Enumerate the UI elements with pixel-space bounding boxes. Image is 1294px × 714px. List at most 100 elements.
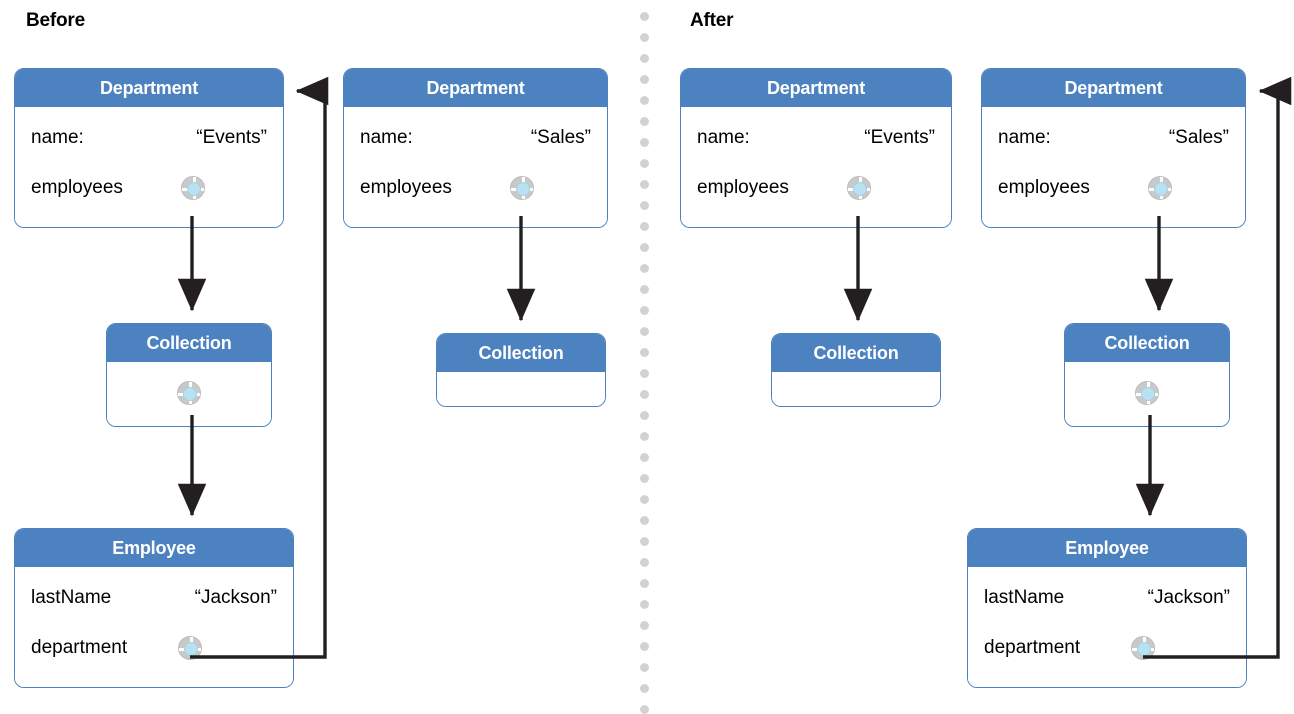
divider-dot xyxy=(640,138,649,147)
after-department-sales-title: Department xyxy=(982,69,1245,107)
row-value: “Jackson” xyxy=(1147,587,1230,608)
divider-dot xyxy=(640,348,649,357)
before-collection-events-title: Collection xyxy=(107,324,271,362)
divider-dot xyxy=(640,327,649,336)
row-value: “Events” xyxy=(864,127,935,148)
divider-dot xyxy=(640,12,649,21)
before-department-events-row-employees: employees xyxy=(15,173,283,203)
before-collection-sales-body xyxy=(437,372,605,406)
divider-dot xyxy=(640,600,649,609)
before-employee-row-lastname: lastName “Jackson” xyxy=(15,583,293,613)
before-department-events-title: Department xyxy=(15,69,283,107)
socket-icon[interactable] xyxy=(178,636,202,660)
after-collection-events-title: Collection xyxy=(772,334,940,372)
before-employee-body: lastName “Jackson” department xyxy=(15,567,293,687)
after-department-events-row-employees: employees xyxy=(681,173,951,203)
socket-icon[interactable] xyxy=(177,381,201,405)
divider-dot xyxy=(640,642,649,651)
divider-dot xyxy=(640,75,649,84)
before-department-sales-body: name: “Sales” employees xyxy=(344,107,607,227)
row-key: employees xyxy=(31,177,123,198)
before-department-sales-row-employees: employees xyxy=(344,173,607,203)
divider-dot xyxy=(640,201,649,210)
divider-dot xyxy=(640,684,649,693)
divider-dot xyxy=(640,159,649,168)
divider-dot xyxy=(640,432,649,441)
socket-icon[interactable] xyxy=(1131,636,1155,660)
socket-icon[interactable] xyxy=(1135,381,1159,405)
divider-dot xyxy=(640,117,649,126)
before-employee-box[interactable]: Employee lastName “Jackson” department xyxy=(14,528,294,688)
after-employee-title: Employee xyxy=(968,529,1246,567)
before-department-sales-box[interactable]: Department name: “Sales” employees xyxy=(343,68,608,228)
after-employee-row-department: department xyxy=(968,633,1246,663)
after-employee-box[interactable]: Employee lastName “Jackson” department xyxy=(967,528,1247,688)
row-key: employees xyxy=(998,177,1090,198)
socket-icon[interactable] xyxy=(847,176,871,200)
divider-dot xyxy=(640,264,649,273)
divider-dot xyxy=(640,54,649,63)
after-department-events-box[interactable]: Department name: “Events” employees xyxy=(680,68,952,228)
row-key: lastName xyxy=(31,587,112,608)
after-department-sales-body: name: “Sales” employees xyxy=(982,107,1245,227)
divider-dot xyxy=(640,411,649,420)
divider-dot xyxy=(640,558,649,567)
before-department-events-row-name: name: “Events” xyxy=(15,123,283,153)
row-key: department xyxy=(984,637,1081,658)
row-key: name: xyxy=(31,127,84,148)
before-employee-row-department: department xyxy=(15,633,293,663)
divider-dot xyxy=(640,621,649,630)
after-collection-events-body xyxy=(772,372,940,406)
row-key: name: xyxy=(360,127,413,148)
divider-dot xyxy=(640,306,649,315)
after-department-events-row-name: name: “Events” xyxy=(681,123,951,153)
before-department-sales-row-name: name: “Sales” xyxy=(344,123,607,153)
after-collection-sales-title: Collection xyxy=(1065,324,1229,362)
after-department-sales-box[interactable]: Department name: “Sales” employees xyxy=(981,68,1246,228)
divider-dot xyxy=(640,222,649,231)
after-department-events-title: Department xyxy=(681,69,951,107)
divider-dot xyxy=(640,495,649,504)
divider-dot xyxy=(640,663,649,672)
after-department-events-body: name: “Events” employees xyxy=(681,107,951,227)
after-collection-sales-box[interactable]: Collection xyxy=(1064,323,1230,427)
before-collection-events-box[interactable]: Collection xyxy=(106,323,272,427)
before-collection-sales-box[interactable]: Collection xyxy=(436,333,606,407)
section-label-before: Before xyxy=(26,10,85,31)
divider-dot xyxy=(640,474,649,483)
divider-dot xyxy=(640,33,649,42)
divider-dot xyxy=(640,243,649,252)
after-employee-body: lastName “Jackson” department xyxy=(968,567,1246,687)
divider-dot xyxy=(640,579,649,588)
divider-dot xyxy=(640,390,649,399)
divider-dot xyxy=(640,180,649,189)
after-department-sales-row-employees: employees xyxy=(982,173,1245,203)
before-collection-events-body xyxy=(107,362,271,426)
divider-dot xyxy=(640,516,649,525)
row-value: “Sales” xyxy=(1168,127,1229,148)
before-employee-title: Employee xyxy=(15,529,293,567)
row-key: department xyxy=(31,637,128,658)
divider-dot xyxy=(640,705,649,714)
row-key: name: xyxy=(998,127,1051,148)
row-key: employees xyxy=(697,177,789,198)
divider-dot xyxy=(640,285,649,294)
after-collection-sales-body xyxy=(1065,362,1229,426)
after-collection-events-box[interactable]: Collection xyxy=(771,333,941,407)
before-collection-events-row-item xyxy=(107,378,271,408)
socket-icon[interactable] xyxy=(1148,176,1172,200)
divider-dot xyxy=(640,453,649,462)
before-department-events-body: name: “Events” employees xyxy=(15,107,283,227)
socket-icon[interactable] xyxy=(510,176,534,200)
row-key: employees xyxy=(360,177,452,198)
after-collection-sales-row-item xyxy=(1065,378,1229,408)
after-department-sales-row-name: name: “Sales” xyxy=(982,123,1245,153)
after-employee-row-lastname: lastName “Jackson” xyxy=(968,583,1246,613)
row-key: lastName xyxy=(984,587,1065,608)
row-value: “Sales” xyxy=(530,127,591,148)
socket-icon[interactable] xyxy=(181,176,205,200)
row-key: name: xyxy=(697,127,750,148)
before-collection-sales-title: Collection xyxy=(437,334,605,372)
before-department-events-box[interactable]: Department name: “Events” employees xyxy=(14,68,284,228)
row-value: “Jackson” xyxy=(194,587,277,608)
